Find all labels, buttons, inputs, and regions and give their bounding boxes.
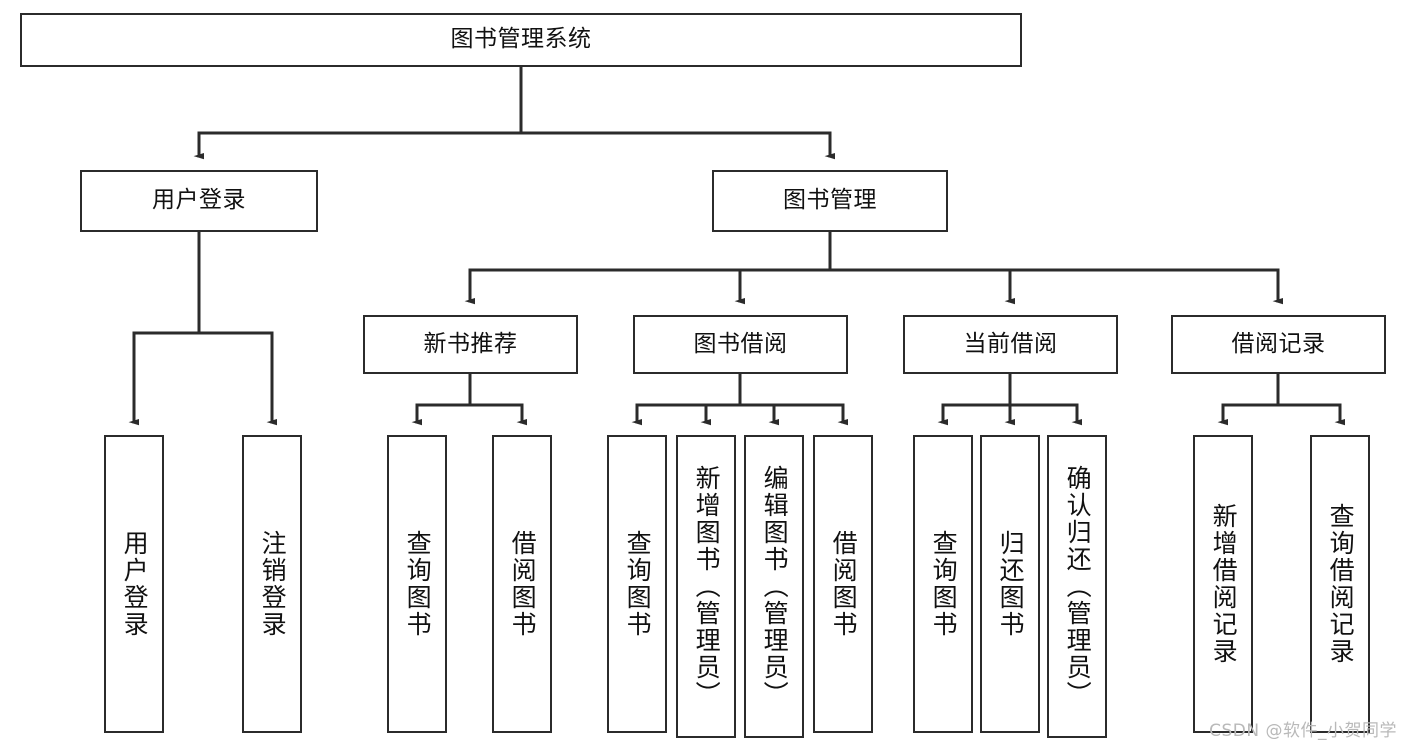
node-book-management-label: 图书管理 xyxy=(783,187,877,214)
node-leaf-add-record[interactable]: 新增借阅记录 xyxy=(1193,435,1253,733)
node-leaf-query-book-2-label: 查询图书 xyxy=(623,530,653,638)
node-leaf-query-book-3[interactable]: 查询图书 xyxy=(913,435,973,733)
node-leaf-query-record-label: 查询借阅记录 xyxy=(1326,503,1356,665)
node-book-borrow[interactable]: 图书借阅 xyxy=(633,315,848,374)
node-current-borrow[interactable]: 当前借阅 xyxy=(903,315,1118,374)
node-leaf-edit-book-label: 编辑图书（管理员） xyxy=(760,465,790,708)
node-leaf-query-book-1[interactable]: 查询图书 xyxy=(387,435,447,733)
node-borrow-record-label: 借阅记录 xyxy=(1231,330,1326,357)
node-leaf-confirm-return-label: 确认归还（管理员） xyxy=(1063,465,1093,708)
node-leaf-add-book-label: 新增图书（管理员） xyxy=(692,465,722,708)
node-leaf-logout-login-label: 注销登录 xyxy=(258,530,288,638)
node-leaf-add-record-label: 新增借阅记录 xyxy=(1209,503,1239,665)
node-leaf-query-book-2[interactable]: 查询图书 xyxy=(607,435,667,733)
node-root-label: 图书管理系统 xyxy=(450,26,592,53)
node-leaf-borrow-book-2[interactable]: 借阅图书 xyxy=(813,435,873,733)
node-leaf-query-book-1-label: 查询图书 xyxy=(403,530,433,638)
node-leaf-query-book-3-label: 查询图书 xyxy=(929,530,959,638)
node-book-management[interactable]: 图书管理 xyxy=(712,170,948,232)
node-new-book-recommend[interactable]: 新书推荐 xyxy=(363,315,578,374)
node-leaf-user-login-label: 用户登录 xyxy=(120,530,150,638)
node-user-login[interactable]: 用户登录 xyxy=(80,170,318,232)
node-leaf-query-record[interactable]: 查询借阅记录 xyxy=(1310,435,1370,733)
node-leaf-borrow-book-1[interactable]: 借阅图书 xyxy=(492,435,552,733)
node-root[interactable]: 图书管理系统 xyxy=(20,13,1022,67)
node-leaf-return-book[interactable]: 归还图书 xyxy=(980,435,1040,733)
node-leaf-logout-login[interactable]: 注销登录 xyxy=(242,435,302,733)
node-leaf-user-login[interactable]: 用户登录 xyxy=(104,435,164,733)
node-book-borrow-label: 图书借阅 xyxy=(693,330,788,357)
node-leaf-borrow-book-2-label: 借阅图书 xyxy=(829,530,859,638)
watermark: CSDN @软件_小贺同学 xyxy=(1209,721,1397,741)
node-leaf-edit-book[interactable]: 编辑图书（管理员） xyxy=(744,435,804,738)
node-borrow-record[interactable]: 借阅记录 xyxy=(1171,315,1386,374)
node-new-book-recommend-label: 新书推荐 xyxy=(423,330,518,357)
node-user-login-label: 用户登录 xyxy=(152,187,246,214)
node-leaf-confirm-return[interactable]: 确认归还（管理员） xyxy=(1047,435,1107,738)
node-leaf-add-book[interactable]: 新增图书（管理员） xyxy=(676,435,736,738)
node-current-borrow-label: 当前借阅 xyxy=(963,330,1058,357)
node-leaf-return-book-label: 归还图书 xyxy=(996,530,1026,638)
node-leaf-borrow-book-1-label: 借阅图书 xyxy=(508,530,538,638)
